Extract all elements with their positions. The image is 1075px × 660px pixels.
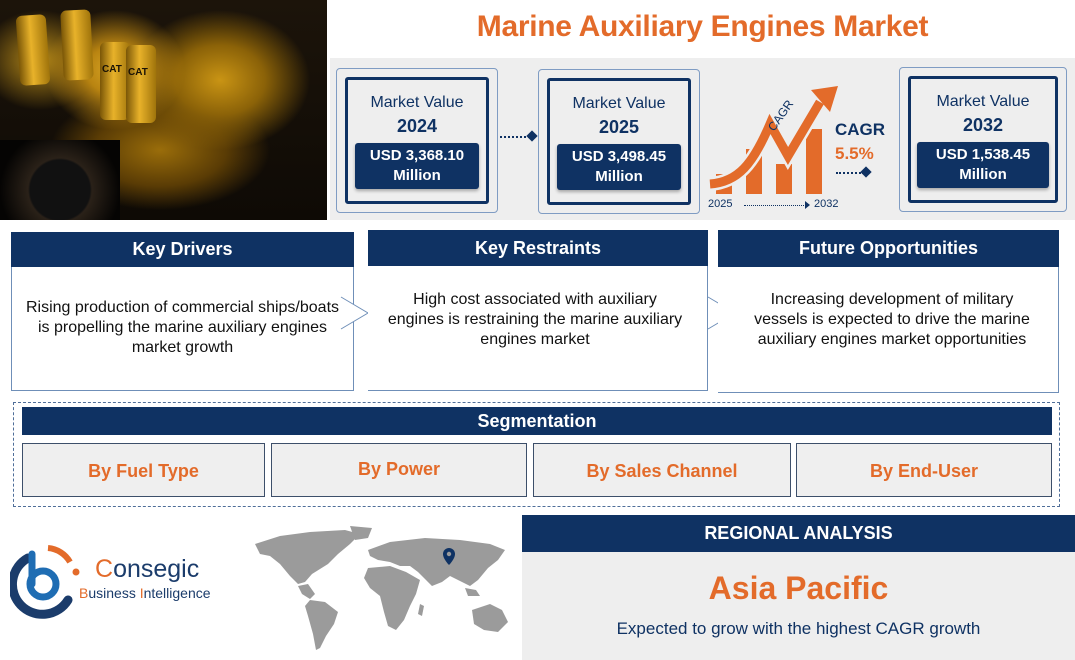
connector-dots [500, 136, 530, 138]
cagr-end-year: 2032 [814, 198, 839, 210]
future-opportunities-heading: Future Opportunities [718, 230, 1059, 267]
segment-by-end-user[interactable]: By End-User [796, 443, 1052, 497]
segment-by-sales-channel[interactable]: By Sales Channel [533, 443, 791, 497]
timeline-arrow [744, 205, 806, 206]
logo-tagline: Business Intelligence [79, 585, 211, 601]
logo-brand-name: Consegic [95, 555, 200, 583]
key-drivers-heading: Key Drivers [11, 232, 354, 267]
engine-filter-graphic [15, 14, 51, 86]
engine-wheel-graphic [0, 140, 120, 220]
segmentation-frame [13, 402, 1060, 507]
market-value-card-2032: Market Value 2032 USD 1,538.45 Million [899, 67, 1067, 212]
cagr-growth-chart-icon: CAGR [709, 86, 838, 194]
market-value-label: Market Value [936, 93, 1030, 110]
segmentation-heading: Segmentation [22, 407, 1052, 435]
engine-filter-graphic [60, 9, 94, 81]
region-description: Expected to grow with the highest CAGR g… [616, 619, 981, 638]
segment-by-fuel-type[interactable]: By Fuel Type [22, 443, 265, 497]
key-restraints-text: High cost associated with auxiliary engi… [387, 291, 683, 348]
cagr-value: 5.5% [835, 144, 874, 163]
market-value-card-2025: Market Value 2025 USD 3,498.45 Million [538, 69, 700, 214]
market-value-card-2024: Market Value 2024 USD 3,368.10 Million [336, 68, 498, 213]
chevron-right-icon [340, 296, 369, 330]
arrow-right-icon [805, 201, 810, 209]
hero-engine-image: CAT CAT [0, 0, 327, 220]
key-restraints-heading: Key Restraints [368, 230, 708, 266]
market-value-amount: USD 3,498.45 Million [557, 144, 681, 190]
connector-dots [836, 172, 864, 174]
page-title: Marine Auxiliary Engines Market [476, 10, 929, 43]
market-value-amount: USD 3,368.10 Million [355, 143, 479, 189]
key-drivers-text: Rising production of commercial ships/bo… [25, 299, 340, 356]
market-value-amount: USD 1,538.45 Million [917, 142, 1049, 188]
market-value-year: 2032 [962, 115, 1004, 135]
regional-analysis-body: Asia Pacific Expected to grow with the h… [522, 552, 1075, 660]
market-value-year: 2025 [598, 117, 640, 137]
location-pin-icon [443, 548, 455, 565]
market-value-label: Market Value [572, 95, 666, 112]
market-value-label: Market Value [370, 94, 464, 111]
engine-filter-graphic: CAT [100, 42, 130, 120]
world-map-graphic [255, 526, 508, 650]
cagr-title: CAGR [835, 120, 886, 139]
market-value-year: 2024 [396, 116, 438, 136]
segment-by-power[interactable]: By Power [271, 443, 527, 497]
engine-filter-graphic: CAT [126, 45, 156, 123]
consegic-logo-icon [10, 545, 80, 619]
cagr-start-year: 2025 [708, 198, 733, 210]
future-opportunities-text: Increasing development of military vesse… [754, 291, 1030, 348]
regional-analysis-heading: REGIONAL ANALYSIS [522, 515, 1075, 552]
region-name: Asia Pacific [708, 570, 889, 606]
